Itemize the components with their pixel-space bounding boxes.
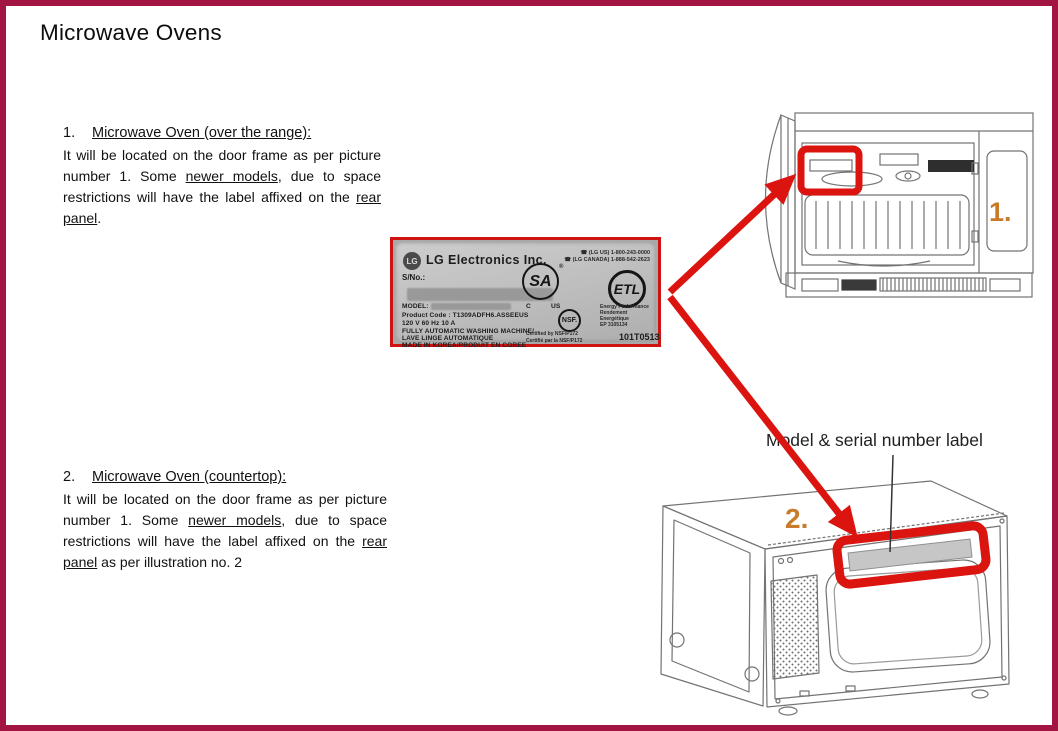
serial-label-strip <box>847 538 973 572</box>
section-1-body: It will be located on the door frame as … <box>63 145 381 229</box>
label-stamp: 101T0513 <box>619 332 660 342</box>
microwave1-rack <box>804 194 970 256</box>
rating-label-plate: LG LG Electronics Inc. ☎ (LG US) 1-800-2… <box>395 242 660 349</box>
label-phone-ca: ☎ (LG CANADA) 1-888-542-2623 <box>564 257 650 263</box>
label-ep-number: EP 3105134 <box>600 322 628 328</box>
section-2-heading: Microwave Oven (countertop): <box>92 469 287 485</box>
section-1-heading: Microwave Oven (over the range): <box>92 125 312 141</box>
section-1-body-text-3: . <box>97 210 102 226</box>
microwave2-vent-grid <box>770 574 820 680</box>
section-2-number: 2. <box>63 469 76 485</box>
label-brand: LG Electronics Inc. <box>426 253 547 267</box>
microwave1-control-panel <box>986 150 1028 252</box>
model-number-smudge <box>431 303 511 310</box>
label-cert-en: Certified by NSF/P172 <box>526 331 578 337</box>
microwave2-line-art <box>660 480 1010 716</box>
csa-mark-icon: SA <box>522 263 559 300</box>
section-2-body-text: It will be located on the door frame as … <box>63 491 387 528</box>
phone-icon: ☎ <box>580 250 588 256</box>
microwave2-side-panel <box>660 505 766 707</box>
highlight-box-door-frame <box>797 145 863 196</box>
label-origin: MADE IN KOREA/PRODUIT EN COREE <box>402 342 527 349</box>
serial-number-smudge <box>407 288 553 301</box>
lg-logo-icon: LG <box>403 252 421 270</box>
page-title: Microwave Ovens <box>40 20 222 45</box>
section-countertop: 2. Microwave Oven (countertop): It will … <box>63 467 387 573</box>
figure-countertop-microwave: 2. <box>660 480 1010 716</box>
label-rendement: Rendement <box>600 310 628 316</box>
label-description-en: FULLY AUTOMATIC WASHING MACHINE/ <box>402 328 535 335</box>
label-phone-us: ☎ (LG US) 1-800-243-0000 <box>580 250 650 256</box>
section-over-the-range: 1. Microwave Oven (over the range): It w… <box>63 123 381 229</box>
section-2-body: It will be located on the door frame as … <box>63 489 387 573</box>
section-2-underline-rear-panel: rear panel <box>63 533 387 570</box>
csa-c: C <box>526 303 531 310</box>
figure2-number: 2. <box>785 503 808 534</box>
rating-label-photo: LG LG Electronics Inc. ☎ (LG US) 1-800-2… <box>390 237 661 349</box>
microwave2-top-face <box>662 480 1008 550</box>
csa-us: US <box>551 303 561 310</box>
nsf-mark-icon: NSF. <box>558 309 581 332</box>
label-energy-performance: Energy Performance <box>600 304 649 310</box>
microwave1-label-location <box>809 159 853 172</box>
section-1-number: 1. <box>63 125 76 141</box>
section-1-underline-rear-panel: rear panel <box>63 189 381 226</box>
label-rating: 120 V 60 Hz 10 A <box>402 320 456 327</box>
label-serial-caption: S/No.: <box>402 273 426 282</box>
microwave1-open-door-arc <box>764 114 782 284</box>
highlight-box-rear-panel <box>832 521 991 589</box>
figure1-number: 1. <box>989 197 1012 227</box>
label-phone-us-number: (LG US) 1-800-243-0000 <box>588 250 650 256</box>
label-model-caption: MODEL: <box>402 303 429 310</box>
label-cert-fr: Certifié par la NSF/P172 <box>526 338 583 344</box>
label-phone-ca-number: (LG CANADA) 1-888-542-2623 <box>572 257 650 263</box>
annotation-model-serial-label: Model & serial number label <box>766 430 983 450</box>
phone-icon: ☎ <box>564 257 572 263</box>
section-1-body-text-2: , due to space restrictions will have th… <box>63 168 382 205</box>
label-description-fr: LAVE LINGE AUTOMATIQUE <box>402 335 494 342</box>
csa-registered-mark: ® <box>559 264 564 270</box>
microwave1-vent-grille <box>785 272 1033 298</box>
figure-over-the-range-microwave: 1. <box>764 112 1034 298</box>
etl-mark-icon: ETL <box>608 270 646 308</box>
microwave1-cavity <box>801 142 975 266</box>
section-2-body-text-2: , due to space restrictions will have th… <box>63 512 388 549</box>
section-2-body-text-3: as per illustration no. 2 <box>97 554 243 570</box>
label-product-code: Product Code : T1309ADFH6.ASSEEUS <box>402 312 529 319</box>
label-energetique: Energétique <box>600 316 629 322</box>
section-2-underline-newer-models: newer models <box>188 512 282 528</box>
section-1-body-text: It will be located on the door frame as … <box>63 147 381 184</box>
section-1-underline-newer-models: newer models <box>185 168 278 184</box>
